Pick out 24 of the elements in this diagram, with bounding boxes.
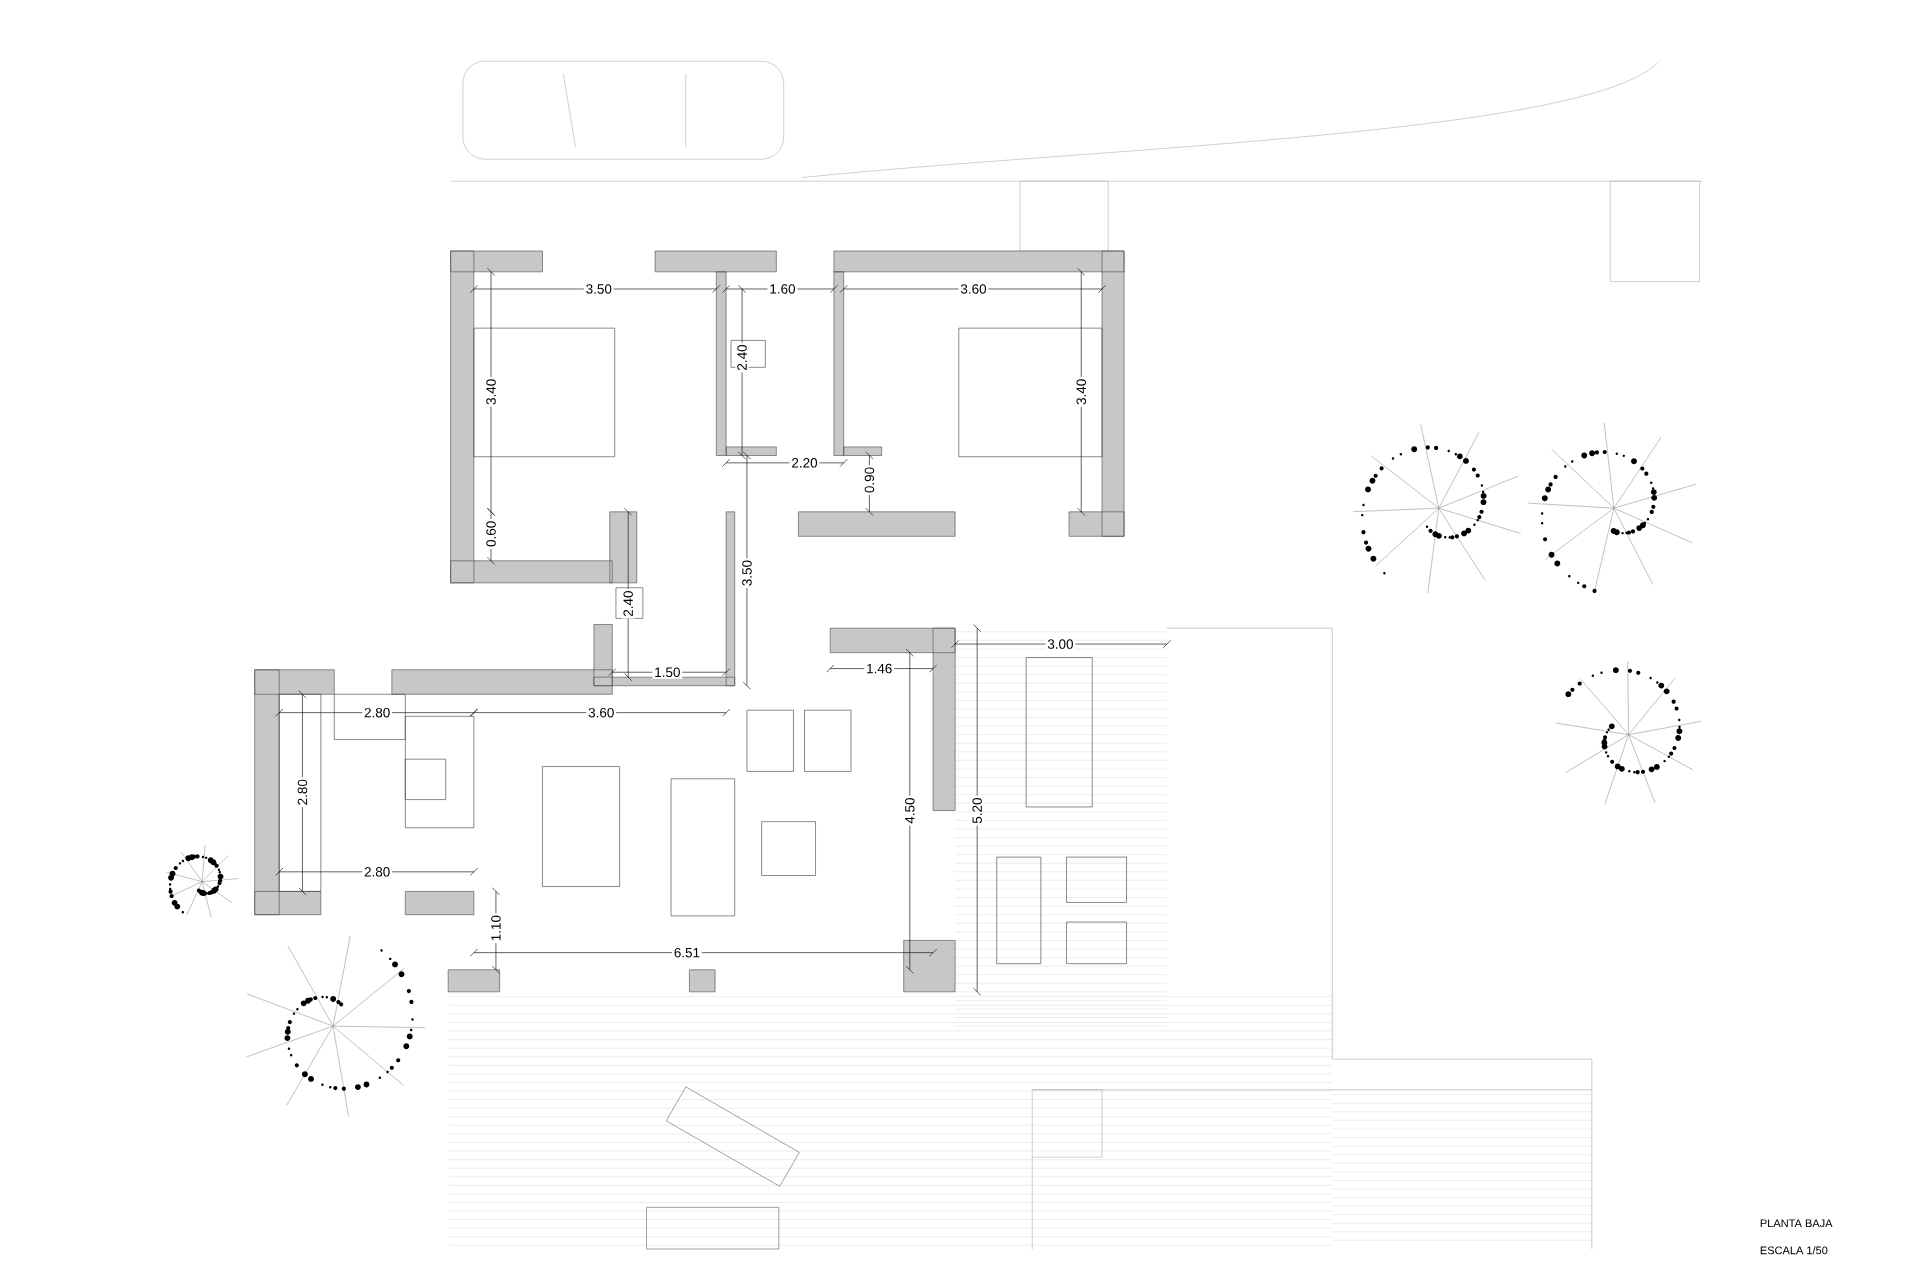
dimension-label: 5.20 xyxy=(970,795,984,826)
dimension-label: 3.00 xyxy=(1045,637,1076,651)
dimension-label: 0.90 xyxy=(862,465,876,496)
dimension-label: 3.60 xyxy=(958,282,989,296)
dimension-label: 4.50 xyxy=(903,795,917,826)
dimension-label: 2.80 xyxy=(362,706,393,720)
dimension-label: 2.40 xyxy=(735,342,749,373)
dimension-label: 3.50 xyxy=(583,282,614,296)
dimension-label: 1.10 xyxy=(489,913,503,944)
dimension-label: 2.20 xyxy=(789,456,820,470)
dimension-label: 3.50 xyxy=(740,558,754,589)
dimension-label: 3.40 xyxy=(484,377,498,407)
scale-note: ESCALA 1/50 xyxy=(1760,1246,1828,1255)
drawing-title: PLANTA BAJA xyxy=(1760,1219,1833,1228)
dimension-label: 1.50 xyxy=(652,665,683,680)
dimension-label: 3.40 xyxy=(1074,377,1088,407)
dimension-label: 2.40 xyxy=(621,588,635,619)
dimension-label: 3.60 xyxy=(586,706,617,720)
dimension-label: 1.60 xyxy=(767,282,798,296)
dimension-label: 0.60 xyxy=(484,519,498,549)
dimension-label: 1.46 xyxy=(864,662,895,676)
dimension-label: 2.80 xyxy=(295,777,310,808)
dimension-label: 2.80 xyxy=(362,865,393,879)
dimension-label: 6.51 xyxy=(672,946,702,960)
